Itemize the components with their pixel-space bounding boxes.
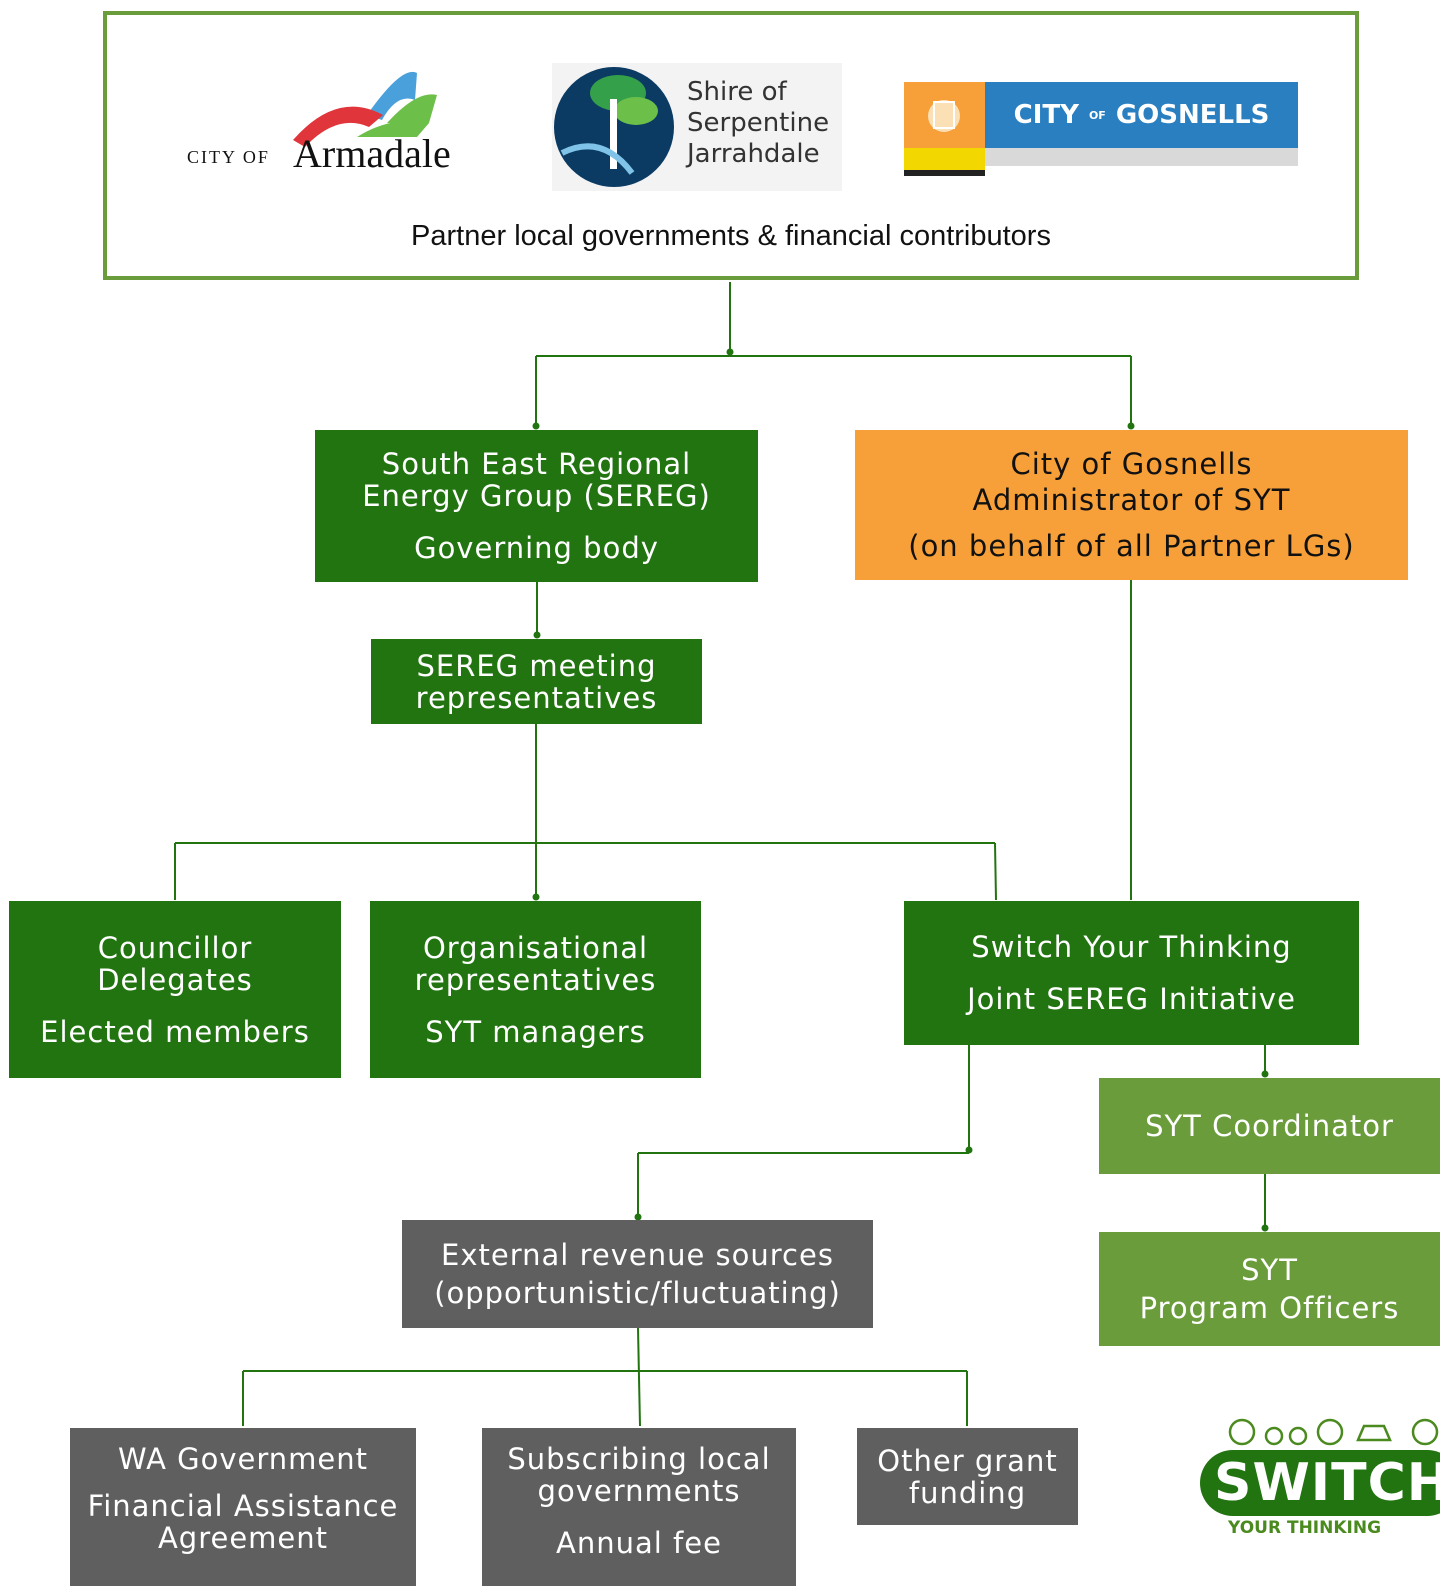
sereg-sub: Governing body bbox=[414, 531, 659, 565]
program-officers-line-1: SYT bbox=[1241, 1253, 1298, 1287]
armadale-arcs-icon bbox=[293, 71, 437, 147]
other-grant-line-1: Other grant bbox=[877, 1443, 1058, 1478]
armadale-prefix: CITY OF bbox=[187, 147, 270, 167]
switch-logo: SWITCH YOUR THINKING bbox=[1200, 1412, 1440, 1552]
subscribing-box: Subscribing local governments Annual fee bbox=[482, 1428, 796, 1586]
gosnells-admin-line-1: City of Gosnells bbox=[1010, 447, 1253, 481]
crest-icon bbox=[928, 100, 960, 132]
wa-gov-sub-2: Agreement bbox=[157, 1521, 329, 1555]
switch-word: SWITCH bbox=[1214, 1453, 1440, 1513]
gosnells-admin-box: City of Gosnells Administrator of SYT (o… bbox=[855, 430, 1408, 580]
other-grant-line-2: funding bbox=[908, 1475, 1027, 1510]
external-revenue-box: External revenue sources (opportunistic/… bbox=[402, 1220, 873, 1328]
syt-initiative-sub: Joint SEREG Initiative bbox=[967, 982, 1296, 1016]
coordinator-line-1: SYT Coordinator bbox=[1145, 1109, 1394, 1143]
partners-panel: CITY OF Armadale Shire of Serpentine Jar… bbox=[103, 11, 1359, 280]
organisational-sub: SYT managers bbox=[425, 1014, 646, 1049]
gosnells-crest bbox=[904, 82, 985, 148]
organisational-line-2: representatives bbox=[414, 962, 657, 997]
serpentine-line-2: Serpentine bbox=[687, 108, 830, 138]
syt-initiative-line-1: Switch Your Thinking bbox=[971, 930, 1292, 964]
gosnells-admin-line-2: Administrator of SYT bbox=[972, 483, 1291, 517]
sereg-reps-line-1: SEREG meeting bbox=[416, 648, 657, 683]
organisational-line-1: Organisational bbox=[422, 930, 649, 965]
sereg-line-1: South East Regional bbox=[381, 447, 692, 481]
councillor-line-1: Councillor bbox=[97, 930, 253, 965]
coordinator-box: SYT Coordinator bbox=[1099, 1078, 1440, 1174]
wa-government-box: WA Government Financial Assistance Agree… bbox=[70, 1428, 416, 1586]
eco-icons-row bbox=[1228, 1418, 1439, 1446]
tree-emblem-icon bbox=[554, 67, 674, 187]
wa-gov-sub-1: Financial Assistance bbox=[87, 1489, 399, 1523]
external-line-2: (opportunistic/fluctuating) bbox=[434, 1276, 841, 1310]
program-officers-line-2: Program Officers bbox=[1139, 1291, 1400, 1325]
gosnells-name: GOSNELLS bbox=[1115, 100, 1270, 130]
councillor-line-2: Delegates bbox=[97, 962, 253, 997]
partners-caption: Partner local governments & financial co… bbox=[411, 220, 1051, 252]
gosnells-banner: CITY OF GOSNELLS bbox=[985, 82, 1298, 148]
external-line-1: External revenue sources bbox=[441, 1238, 834, 1272]
councillor-box: Councillor Delegates Elected members bbox=[9, 901, 341, 1078]
gosnells-of: OF bbox=[1088, 108, 1106, 122]
sereg-reps-box: SEREG meeting representatives bbox=[371, 639, 702, 724]
sereg-box: South East Regional Energy Group (SEREG)… bbox=[315, 430, 758, 582]
armadale-logo: CITY OF Armadale bbox=[187, 65, 487, 185]
armadale-name: Armadale bbox=[293, 131, 451, 176]
program-officers-box: SYT Program Officers bbox=[1099, 1232, 1440, 1346]
other-grant-box: Other grant funding bbox=[857, 1428, 1078, 1525]
sereg-reps-line-2: representatives bbox=[415, 680, 658, 715]
subscribing-line-2: governments bbox=[537, 1474, 741, 1508]
syt-initiative-box: Switch Your Thinking Joint SEREG Initiat… bbox=[904, 901, 1359, 1045]
serpentine-line-3: Jarrahdale bbox=[687, 139, 820, 169]
organisational-box: Organisational representatives SYT manag… bbox=[370, 901, 701, 1078]
switch-tagline: YOUR THINKING bbox=[1228, 1518, 1382, 1538]
subscribing-sub: Annual fee bbox=[556, 1526, 722, 1560]
gosnells-admin-sub: (on behalf of all Partner LGs) bbox=[908, 529, 1355, 563]
serpentine-logo: Shire of Serpentine Jarrahdale bbox=[552, 63, 842, 191]
councillor-sub: Elected members bbox=[40, 1014, 310, 1049]
gosnells-logo: CITY OF GOSNELLS bbox=[904, 82, 1298, 176]
subscribing-line-1: Subscribing local bbox=[507, 1442, 771, 1476]
serpentine-line-1: Shire of bbox=[687, 77, 787, 107]
gosnells-city: CITY bbox=[1013, 100, 1079, 130]
sereg-line-2: Energy Group (SEREG) bbox=[362, 479, 711, 513]
wa-gov-line-1: WA Government bbox=[118, 1442, 368, 1476]
